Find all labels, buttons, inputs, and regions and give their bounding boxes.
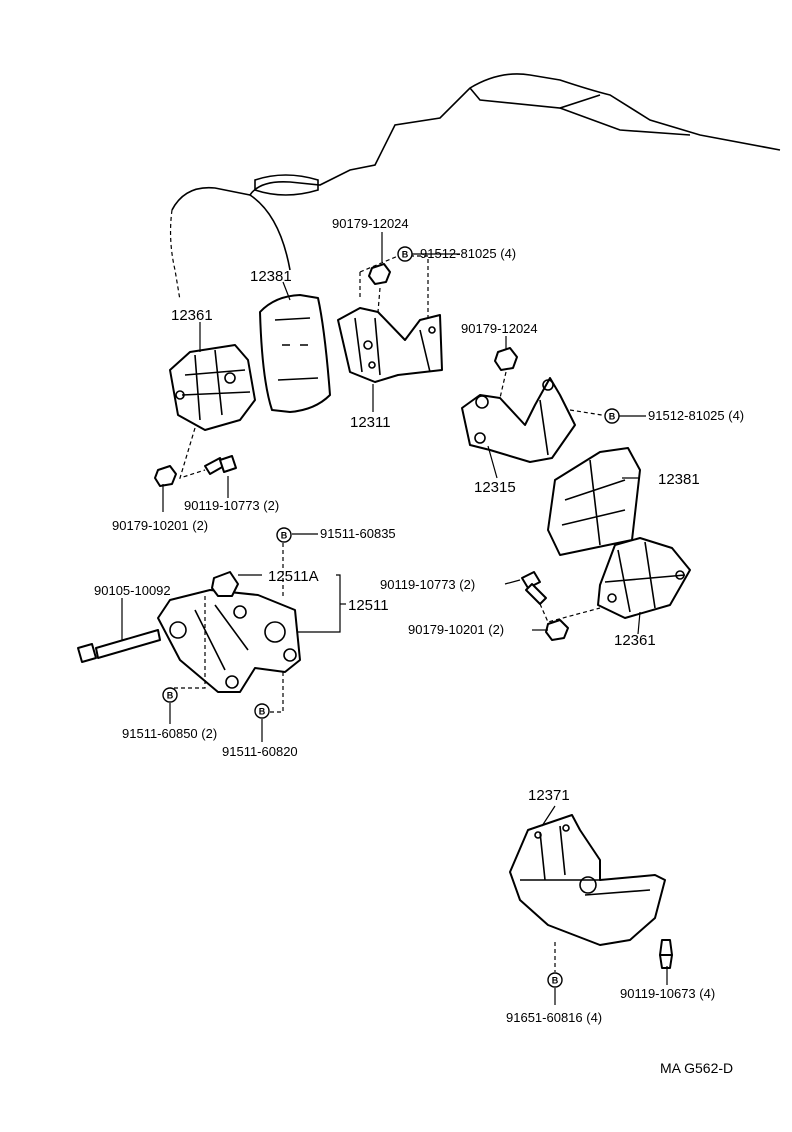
label-90179-12024-right: 90179-12024 xyxy=(461,321,538,336)
label-91511-60835: 91511-60835 xyxy=(320,526,396,541)
collar-12511a xyxy=(211,571,239,597)
label-90179-12024-upper: 90179-12024 xyxy=(332,216,409,231)
label-91512-81025-right: 91512-81025 (4) xyxy=(648,408,744,423)
leader-lines xyxy=(121,232,668,1005)
engine-outline xyxy=(169,73,781,301)
badge-91512-81025-upper: B xyxy=(397,246,413,262)
insulator-12381-right xyxy=(547,447,641,556)
label-90119-10773-right: 90119-10773 (2) xyxy=(380,577,475,592)
label-91511-60820: 91511-60820 xyxy=(222,744,298,759)
footer-diagram-code: MA G562-D xyxy=(660,1060,733,1076)
mount-12371 xyxy=(509,814,666,946)
nut-90179-12024-right xyxy=(494,347,518,371)
bracket-12311 xyxy=(337,307,443,383)
bolt-90119-10773-left xyxy=(204,455,237,475)
bolt-badges: B B B B B B xyxy=(162,246,620,988)
svg-text:B: B xyxy=(552,976,559,986)
bolt-90105-10092 xyxy=(77,629,161,663)
badge-91512-81025-right: B xyxy=(604,408,620,424)
label-90179-10201-left: 90179-10201 (2) xyxy=(112,518,208,533)
svg-text:B: B xyxy=(167,691,174,701)
dashed-connectors xyxy=(170,255,609,972)
label-12311: 12311 xyxy=(350,414,391,431)
mount-12361-left xyxy=(169,344,256,431)
label-91511-60850: 91511-60850 (2) xyxy=(122,726,217,741)
nut-90179-12024-upper xyxy=(368,263,391,285)
label-90119-10773-left: 90119-10773 (2) xyxy=(184,498,279,513)
label-90119-10673: 90119-10673 (4) xyxy=(620,986,715,1001)
badge-91511-60820: B xyxy=(254,703,270,719)
label-12315: 12315 xyxy=(474,479,516,496)
svg-text:B: B xyxy=(609,412,616,422)
label-91512-81025-upper: 91512-81025 (4) xyxy=(420,246,516,261)
part-labels: 90179-12024 91512-81025 (4) 12381 12361 … xyxy=(94,216,744,1076)
mount-12361-right xyxy=(597,537,691,619)
badge-91511-60835: B xyxy=(276,527,292,543)
svg-text:B: B xyxy=(281,531,288,541)
svg-text:B: B xyxy=(402,250,409,260)
label-12371: 12371 xyxy=(528,787,570,804)
label-12361-right: 12361 xyxy=(614,632,656,649)
badge-91651-60816: B xyxy=(547,972,563,988)
svg-text:B: B xyxy=(259,707,266,717)
bracket-12511 xyxy=(157,589,301,693)
label-90179-10201-right: 90179-10201 (2) xyxy=(408,622,504,637)
bolt-90119-10773-right xyxy=(521,571,547,605)
label-12511a: 12511A xyxy=(268,568,319,585)
label-12361-left: 12361 xyxy=(171,307,213,324)
label-12511: 12511 xyxy=(348,597,389,614)
badge-91511-60850: B xyxy=(162,687,178,703)
insulator-12381-left xyxy=(259,294,331,413)
label-12381-right: 12381 xyxy=(658,471,700,488)
label-12381-left: 12381 xyxy=(250,268,292,285)
label-90105-10092: 90105-10092 xyxy=(94,583,171,598)
bracket-12315 xyxy=(461,377,576,463)
bolt-90119-10673 xyxy=(659,939,673,969)
nut-90179-10201-right xyxy=(545,619,569,641)
nut-90179-10201-left xyxy=(154,465,177,487)
label-91651-60816: 91651-60816 (4) xyxy=(506,1010,602,1025)
